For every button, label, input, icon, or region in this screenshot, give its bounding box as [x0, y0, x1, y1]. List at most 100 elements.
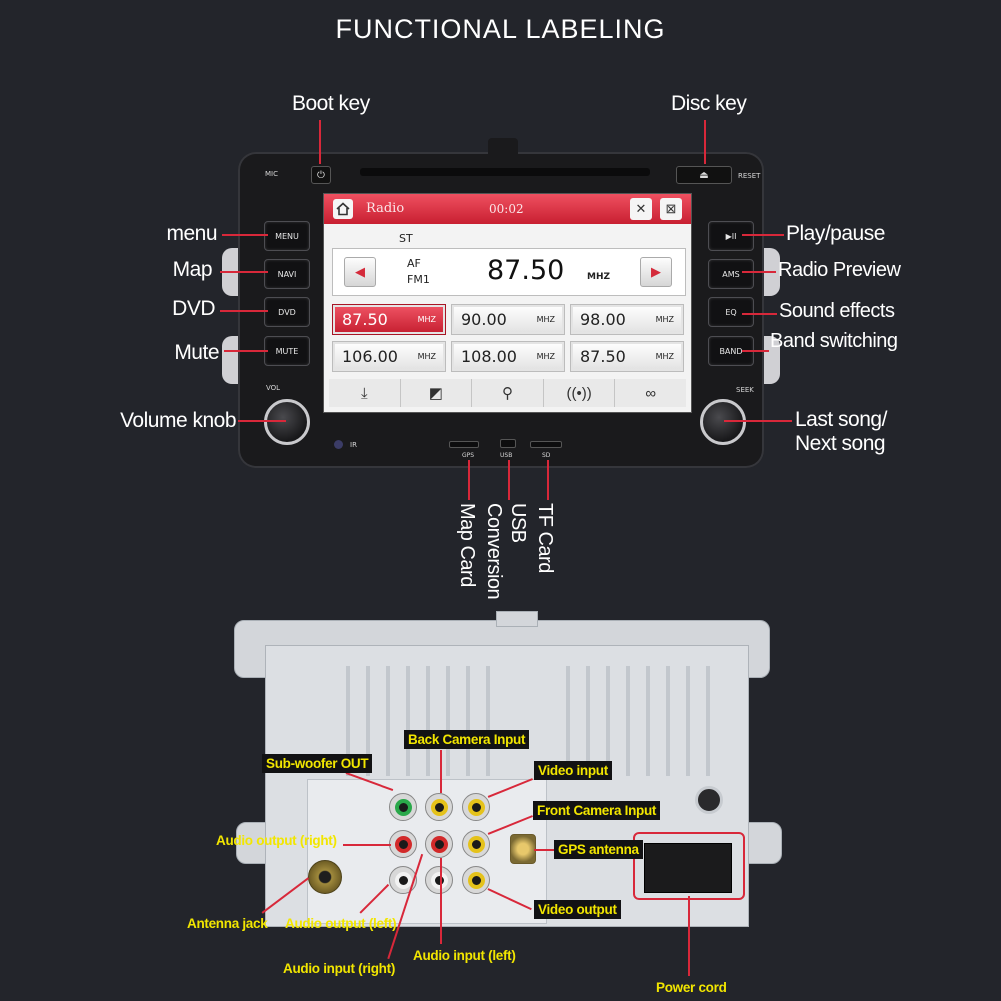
audio-output-left-jack[interactable] — [389, 866, 417, 894]
preset-button[interactable]: 106.00 MHZ — [332, 341, 446, 372]
play-pause-leader — [742, 234, 784, 236]
gps-antenna-leader — [534, 849, 554, 851]
radio-screen[interactable]: Radio 00:02 ✕ ⊠ ST ◀ AF FM1 87.50 MHZ ▶ … — [323, 193, 692, 413]
save-button[interactable]: ⤓ — [329, 379, 401, 407]
dvd-callout: DVD — [172, 297, 215, 320]
preset-frequency: 90.00 — [461, 310, 507, 329]
video-input-jack[interactable] — [462, 793, 490, 821]
back-camera-leader — [440, 750, 442, 793]
play-pause-key[interactable]: ▶II — [708, 221, 754, 251]
menu-key[interactable]: MENU — [264, 221, 310, 251]
preset-unit: MHZ — [417, 315, 436, 324]
usb-port[interactable] — [500, 439, 516, 448]
disc-key-callout: Disc key — [671, 92, 747, 115]
preset-unit: MHZ — [536, 315, 555, 324]
front-camera-jack[interactable] — [462, 830, 490, 858]
subwoofer-jack[interactable] — [389, 793, 417, 821]
close-button[interactable]: ⊠ — [660, 198, 682, 220]
seek-knob[interactable] — [700, 399, 746, 445]
sd-port-leader — [547, 460, 549, 500]
frequency-unit: MHZ — [587, 272, 611, 282]
radio-preview-callout: Radio Preview — [778, 259, 901, 281]
next-station-button[interactable]: ▶ — [640, 257, 672, 287]
band-switching-callout: Band switching — [770, 330, 898, 352]
ams-key[interactable]: AMS — [708, 259, 754, 289]
last-song-callout: Last song/ — [795, 408, 887, 431]
seek-leader — [724, 420, 792, 422]
loop-button[interactable]: ∞ — [615, 379, 686, 407]
navi-key[interactable]: NAVI — [264, 259, 310, 289]
preset-frequency: 98.00 — [580, 310, 626, 329]
signal-button[interactable]: ((•)) — [544, 379, 616, 407]
audio-output-right-label: Audio output (right) — [216, 833, 337, 848]
preset-frequency: 106.00 — [342, 347, 398, 366]
power-cord-label: Power cord — [656, 980, 727, 995]
boot-key-leader — [319, 120, 321, 164]
gps-antenna-jack[interactable] — [510, 834, 536, 864]
left-arrow-icon: ◀ — [355, 264, 365, 279]
volume-knob[interactable] — [264, 399, 310, 445]
home-button[interactable] — [333, 199, 353, 219]
back-camera-jack[interactable] — [425, 793, 453, 821]
audio-output-right-jack[interactable] — [389, 830, 417, 858]
source-title: Radio — [366, 201, 405, 216]
eject-key[interactable]: ⏏ — [676, 166, 732, 184]
home-icon — [336, 202, 350, 216]
audio-output-left-label: Audio output (left) — [285, 916, 397, 931]
mic-label: MIC — [265, 170, 278, 178]
boot-key[interactable]: ⏻ — [311, 166, 331, 184]
sound-effects-callout: Sound effects — [779, 300, 895, 322]
gps-antenna-label: GPS antenna — [554, 840, 643, 859]
boot-key-callout: Boot key — [292, 92, 370, 115]
scan-button[interactable]: ⚲ — [472, 379, 544, 407]
broadcast-button[interactable]: ◩ — [401, 379, 473, 407]
band-indicator: FM1 — [407, 273, 430, 286]
audio-output-right-leader — [343, 844, 391, 846]
preset-unit: MHZ — [536, 352, 555, 361]
prev-station-button[interactable]: ◀ — [344, 257, 376, 287]
preset-unit: MHZ — [417, 352, 436, 361]
usb-port-leader — [508, 460, 510, 500]
cast-icon: ◩ — [428, 385, 443, 402]
frequency-display: ◀ AF FM1 87.50 MHZ ▶ — [332, 248, 686, 296]
dvd-key[interactable]: DVD — [264, 297, 310, 327]
rear-top-tab — [496, 611, 538, 627]
preset-button[interactable]: 90.00 MHZ — [451, 304, 565, 335]
map-card-callout: Map Card — [456, 503, 478, 587]
audio-input-left-jack[interactable] — [425, 830, 453, 858]
round-hole — [695, 786, 723, 814]
play-pause-callout: Play/pause — [786, 222, 885, 245]
dvd-leader — [220, 310, 268, 312]
audio-input-right-jack[interactable] — [425, 866, 453, 894]
radio-antenna-jack[interactable] — [308, 860, 342, 894]
usb-conversion-callout: USB Conversion — [483, 503, 529, 600]
band-switching-leader — [742, 350, 769, 352]
right-arrow-icon: ▶ — [651, 264, 661, 279]
sd-card-slot[interactable] — [530, 441, 562, 448]
mute-key[interactable]: MUTE — [264, 336, 310, 366]
video-output-label: Video output — [534, 900, 621, 919]
clock: 00:02 — [489, 202, 524, 216]
window-close-icon: ⊠ — [665, 201, 677, 216]
eq-key[interactable]: EQ — [708, 297, 754, 327]
power-connector[interactable] — [644, 843, 732, 893]
gps-card-slot[interactable] — [449, 441, 479, 448]
search-icon: ⚲ — [501, 385, 513, 402]
settings-button[interactable]: ✕ — [630, 198, 652, 220]
disc-slot — [360, 168, 650, 176]
download-icon: ⤓ — [360, 384, 368, 402]
eject-icon: ⏏ — [699, 169, 709, 181]
power-cord-leader — [688, 896, 690, 976]
video-output-jack[interactable] — [462, 866, 490, 894]
next-song-callout: Next song — [795, 432, 886, 455]
audio-input-left-label: Audio input (left) — [413, 948, 516, 963]
loop-icon: ∞ — [645, 384, 657, 402]
audio-input-right-label: Audio input (right) — [283, 961, 396, 976]
screen-bottom-bar: ⤓ ◩ ⚲ ((•)) ∞ — [329, 379, 686, 407]
af-indicator: AF — [407, 257, 421, 270]
video-input-label: Video input — [534, 761, 612, 780]
